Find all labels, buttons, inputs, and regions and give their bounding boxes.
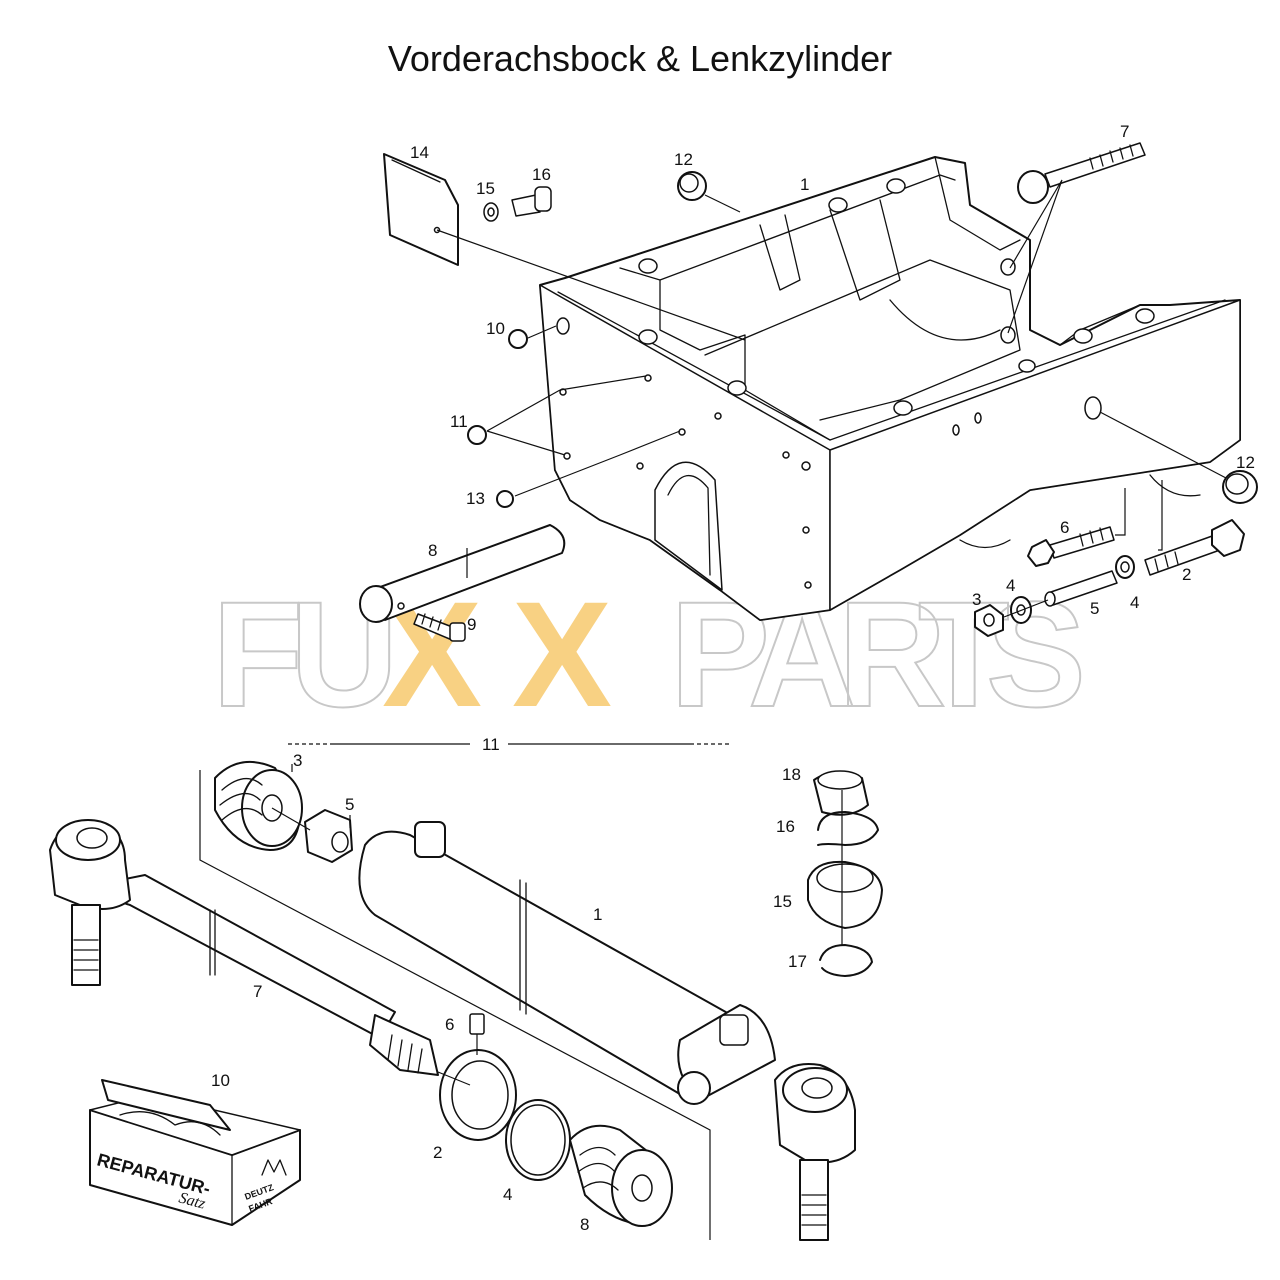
callout-upper-15: 15 xyxy=(476,179,495,198)
lower-part-7-tie-rod xyxy=(49,819,439,1076)
fuxxparts-watermark: F U X X P A R T S xyxy=(211,569,1087,739)
callout-lower-17: 17 xyxy=(788,952,807,971)
callout-lower-10: 10 xyxy=(211,1071,230,1090)
callout-lower-3: 3 xyxy=(293,751,302,770)
callout-upper-6: 6 xyxy=(1060,518,1069,537)
watermark-letter: X xyxy=(512,570,612,738)
lower-leader-lines xyxy=(271,764,478,1086)
lower-part-5-nut xyxy=(304,809,353,863)
lower-part-18-cap xyxy=(813,770,869,816)
lower-part-6-grub-screw xyxy=(469,1013,485,1035)
callout-lower-18: 18 xyxy=(782,765,801,784)
part-14-plate xyxy=(383,153,459,266)
part-10-plug xyxy=(508,329,528,349)
callout-upper-3: 3 xyxy=(972,590,981,609)
part-16-screw xyxy=(511,186,552,217)
callout-lower-6: 6 xyxy=(445,1015,454,1034)
watermark-letter: T xyxy=(918,570,1010,738)
part-15-washer xyxy=(483,202,499,222)
lower-part-15-seat xyxy=(807,860,883,929)
callout-lower-5: 5 xyxy=(345,795,354,814)
part-12-plug xyxy=(677,171,707,201)
callout-upper-13: 13 xyxy=(466,489,485,508)
kit-frame-lines xyxy=(199,770,711,1240)
callout-lower-1: 1 xyxy=(593,905,602,924)
callout-upper-12b: 12 xyxy=(1236,453,1255,472)
callout-upper-8: 8 xyxy=(428,541,437,560)
part-11-plug xyxy=(467,425,487,445)
callout-lower-7: 7 xyxy=(253,982,262,1001)
lower-part-1-cylinder xyxy=(358,821,776,1105)
callout-upper-4a: 4 xyxy=(1006,576,1015,595)
part-9-screw xyxy=(413,613,466,642)
part-7-bolt xyxy=(1017,142,1146,204)
upper-leader-lines xyxy=(436,179,1227,618)
callout-upper-7: 7 xyxy=(1120,122,1129,141)
callout-lower-2: 2 xyxy=(433,1143,442,1162)
part-8-pin xyxy=(359,524,566,623)
callout-upper-14: 14 xyxy=(410,143,429,162)
callout-upper-11: 11 xyxy=(450,412,468,431)
lower-part-4-snap-ring xyxy=(505,1099,571,1181)
part-12-plug xyxy=(1222,470,1258,504)
part-13-plug xyxy=(496,490,514,508)
lower-part-2-ring xyxy=(439,1049,517,1141)
callout-upper-5: 5 xyxy=(1090,599,1099,618)
lower-part-8-gland xyxy=(569,1124,673,1227)
callout-lower-4: 4 xyxy=(503,1185,512,1204)
callout-upper-10: 10 xyxy=(486,319,505,338)
part-6-bolt xyxy=(1027,526,1115,567)
part-2-bolt xyxy=(1144,519,1245,576)
lower-part-3-piston xyxy=(214,761,303,851)
front-axle-support-housing xyxy=(539,156,1241,621)
callout-upper-4b: 4 xyxy=(1130,593,1139,612)
callout-lower-15: 15 xyxy=(773,892,792,911)
part-5-sleeve xyxy=(1044,570,1118,607)
callout-upper-9: 9 xyxy=(467,615,476,634)
callout-upper-1: 1 xyxy=(800,175,809,194)
callout-labels-upper: 14 15 16 12 1 7 10 11 13 12 6 2 4 3 5 4 … xyxy=(410,122,1255,634)
lower-ball-joint-right xyxy=(774,1063,856,1241)
callout-labels-lower: 11 3 5 1 7 6 10 2 4 8 18 16 15 17 xyxy=(211,735,807,1234)
callout-lower-16: 16 xyxy=(776,817,795,836)
lower-part-16-circlip xyxy=(817,811,879,846)
lower-part-10-repair-kit: REPARATUR- Satz DEUTZ FAHR xyxy=(89,1079,301,1226)
callout-lower-11: 11 xyxy=(482,735,500,754)
repair-kit-label-line2: Satz xyxy=(177,1189,208,1213)
part-4-washer xyxy=(1115,555,1135,579)
lower-part-17-circlip xyxy=(819,944,873,977)
watermark-letter: R xyxy=(838,570,946,738)
watermark-letter: F xyxy=(212,570,304,738)
callout-upper-2: 2 xyxy=(1182,565,1191,584)
callout-upper-16: 16 xyxy=(532,165,551,184)
page-title: Vorderachsbock & Lenkzylinder xyxy=(387,38,893,79)
part-3-nut xyxy=(974,604,1004,637)
callout-lower-8: 8 xyxy=(580,1215,589,1234)
callout-upper-12a: 12 xyxy=(674,150,693,169)
